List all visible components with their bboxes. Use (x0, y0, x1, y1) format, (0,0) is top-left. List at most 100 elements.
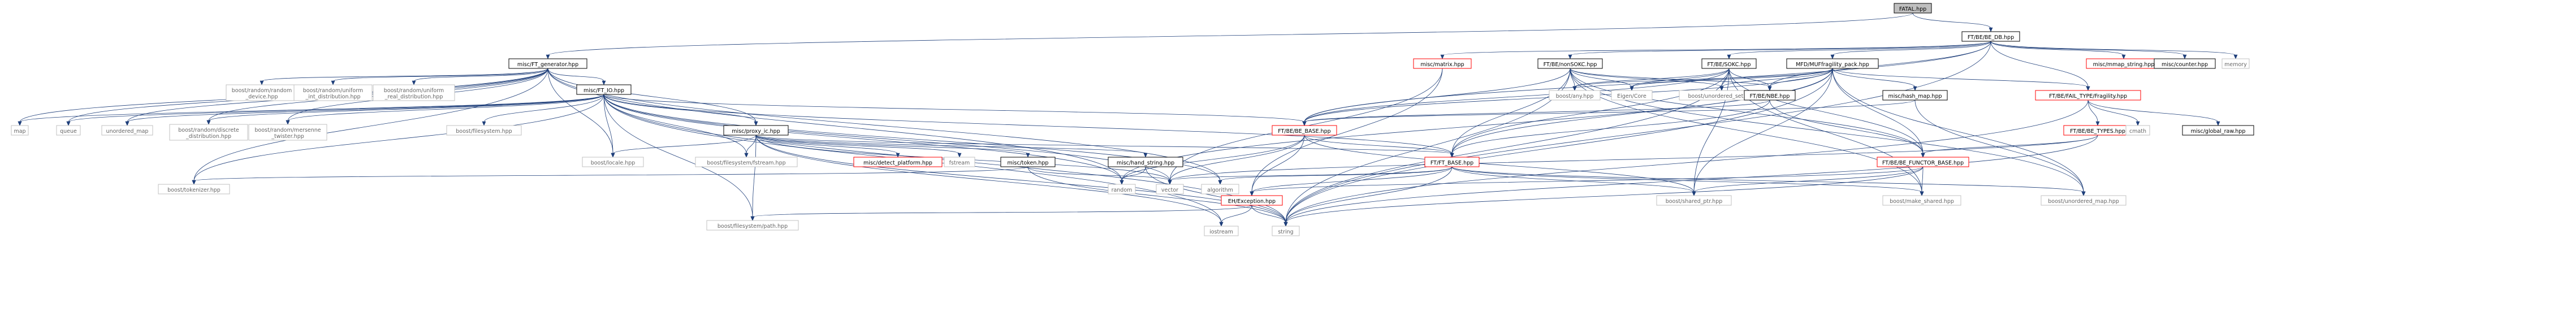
node-box (944, 157, 975, 167)
node-queue: queue (56, 125, 81, 136)
node-box (576, 84, 632, 95)
node-umaphpp: boost/unordered_map.hpp (2041, 195, 2127, 206)
node-label: vector (1161, 187, 1178, 193)
node-label: misc/token.hpp (1008, 160, 1049, 166)
edge-arrowhead (1026, 153, 1030, 158)
node-label: FT/BE/SOKC.hpp (1708, 62, 1751, 68)
node-label: string (1278, 229, 1293, 235)
edge-proxy-to-string (755, 135, 1286, 223)
node-label: boost/filesystem.hpp (456, 128, 512, 135)
node-label: boost/make_shared.hpp (1890, 198, 1954, 205)
edge-nonsokc-to-eigen (1570, 68, 1632, 88)
node-glraw[interactable]: misc/global_raw.hpp (2182, 125, 2254, 136)
node-box (1108, 157, 1183, 167)
node-box (1000, 157, 1056, 167)
edge-be-db-to-fail-frag (1990, 41, 2089, 88)
node-label: FT/BE/BE_FUNCTOR_BASE.hpp (1882, 160, 1964, 166)
edge-ft-gen-to-rnd-ureal (413, 68, 548, 82)
node-label: fstream (949, 160, 970, 166)
node-box (11, 125, 29, 136)
edge-ft-base-to-vector (1169, 166, 1453, 181)
node-label: FT/BE/NBE.hpp (1750, 93, 1790, 100)
node-box (1656, 195, 1732, 206)
node-random: random (1108, 184, 1136, 194)
node-label: misc/counter.hpp (2162, 62, 2208, 68)
edge-be-db-to-matrix (1442, 41, 1991, 56)
node-box (1537, 58, 1603, 69)
node-detect[interactable]: misc/detect_platform.hpp (853, 157, 943, 167)
node-box (2035, 90, 2141, 101)
edge-proxy-to-locale (612, 135, 757, 154)
node-any: boost/any.hpp (1549, 90, 1601, 101)
node-label: misc/hash_map.hpp (1888, 93, 1942, 100)
node-ft-gen[interactable]: misc/FT_generator.hpp (508, 58, 587, 69)
node-box (1424, 157, 1480, 167)
node-label: FT/BE/FAIL_TYPE/Fragility.hpp (2049, 93, 2127, 100)
node-be-base[interactable]: FT/BE/BE_BASE.hpp (1272, 125, 1337, 136)
node-ft-io[interactable]: misc/FT_IO.hpp (576, 84, 632, 95)
edge-proxy-to-iostream (755, 135, 1222, 223)
edge-ft-io-to-locale (603, 94, 613, 154)
node-label: algorithm (1207, 187, 1233, 193)
node-token[interactable]: misc/token.hpp (1000, 157, 1056, 167)
node-fstream: fstream (944, 157, 975, 167)
node-box (695, 157, 798, 167)
edge-nonsokc-to-be-base (1304, 68, 1571, 123)
edge-ft-io-to-map (19, 94, 604, 123)
node-counter[interactable]: misc/counter.hpp (2154, 58, 2216, 69)
node-be-types[interactable]: FT/BE/BE_TYPES.hpp (2063, 125, 2132, 136)
node-label: _distribution.hpp (185, 133, 231, 140)
node-mmap[interactable]: misc/mmap_string.hpp (2086, 58, 2162, 69)
edge-ft-io-to-queue (68, 94, 604, 123)
edge-sokc-to-ft-base (1451, 68, 1730, 154)
node-label: boost/random/discrete (178, 127, 239, 133)
edge-arrowhead (2182, 54, 2187, 59)
edge-arrowhead (1630, 86, 1634, 91)
node-fspath: boost/filesystem/path.hpp (706, 220, 799, 231)
node-eigen: Eigen/Core (1611, 90, 1653, 101)
node-label: boost/shared_ptr.hpp (1666, 198, 1723, 205)
node-fragility[interactable]: MFD/MUFfragility_pack.hpp (1786, 58, 1879, 69)
node-box (1786, 58, 1879, 69)
edge-arrowhead (18, 121, 22, 126)
node-functor[interactable]: FT/BE/BE_FUNCTOR_BASE.hpp (1877, 157, 1969, 167)
edge-arrowhead (1719, 86, 1724, 91)
node-be-db[interactable]: FT/BE/BE_DB.hpp (1961, 31, 2020, 42)
node-box (226, 84, 298, 101)
edge-token-to-tokenizer (193, 166, 1028, 181)
node-label: random (1112, 187, 1133, 193)
node-fatal[interactable]: FATAL.hpp (1894, 3, 1932, 14)
edge-ft-io-to-fs (483, 94, 604, 123)
edge-be-db-to-string (1285, 41, 1991, 223)
edge-arrowhead (1830, 54, 1835, 59)
node-hashmap[interactable]: misc/hash_map.hpp (1882, 90, 1948, 101)
node-rnd-disc: boost/random/discrete_distribution.hpp (169, 124, 248, 141)
node-ehexc[interactable]: EH/Exception.hpp (1221, 195, 1283, 206)
edge-sokc-to-functor (1728, 68, 1924, 154)
node-nbe[interactable]: FT/BE/NBE.hpp (1744, 90, 1796, 101)
edge-arrowhead (2081, 191, 2086, 196)
edge-be-db-to-be-base (1304, 41, 1991, 123)
edge-proxy-to-hstr (755, 135, 1146, 154)
node-sokc[interactable]: FT/BE/SOKC.hpp (1701, 58, 1757, 69)
node-label: misc/global_raw.hpp (2191, 128, 2246, 135)
node-nonsokc[interactable]: FT/BE/nonSOKC.hpp (1537, 58, 1603, 69)
node-box (2182, 125, 2254, 136)
node-box (2041, 195, 2127, 206)
node-ft-base[interactable]: FT/FT_BASE.hpp (1424, 157, 1480, 167)
node-fs: boost/filesystem.hpp (446, 125, 522, 136)
edge-arrowhead (1120, 180, 1124, 185)
node-proxy[interactable]: misc/proxy_ic.hpp (723, 125, 789, 136)
node-fail-frag[interactable]: FT/BE/FAIL_TYPE/Fragility.hpp (2035, 90, 2141, 101)
edge-ft-io-to-rnd-disc (208, 94, 604, 122)
node-box (1272, 125, 1337, 136)
node-box (2154, 58, 2216, 69)
edge-arrowhead (412, 80, 416, 85)
edge-fragility-to-shptr (1693, 68, 1833, 193)
edge-fail-frag-to-glraw (2087, 100, 2219, 123)
node-mkshared: boost/make_shared.hpp (1882, 195, 1961, 206)
node-label: _int_distribution.hpp (305, 94, 360, 100)
node-hstr[interactable]: misc/hand_string.hpp (1108, 157, 1183, 167)
node-rnd-mt: boost/random/mersenne_twister.hpp (248, 124, 327, 141)
node-matrix[interactable]: misc/matrix.hpp (1413, 58, 1472, 69)
